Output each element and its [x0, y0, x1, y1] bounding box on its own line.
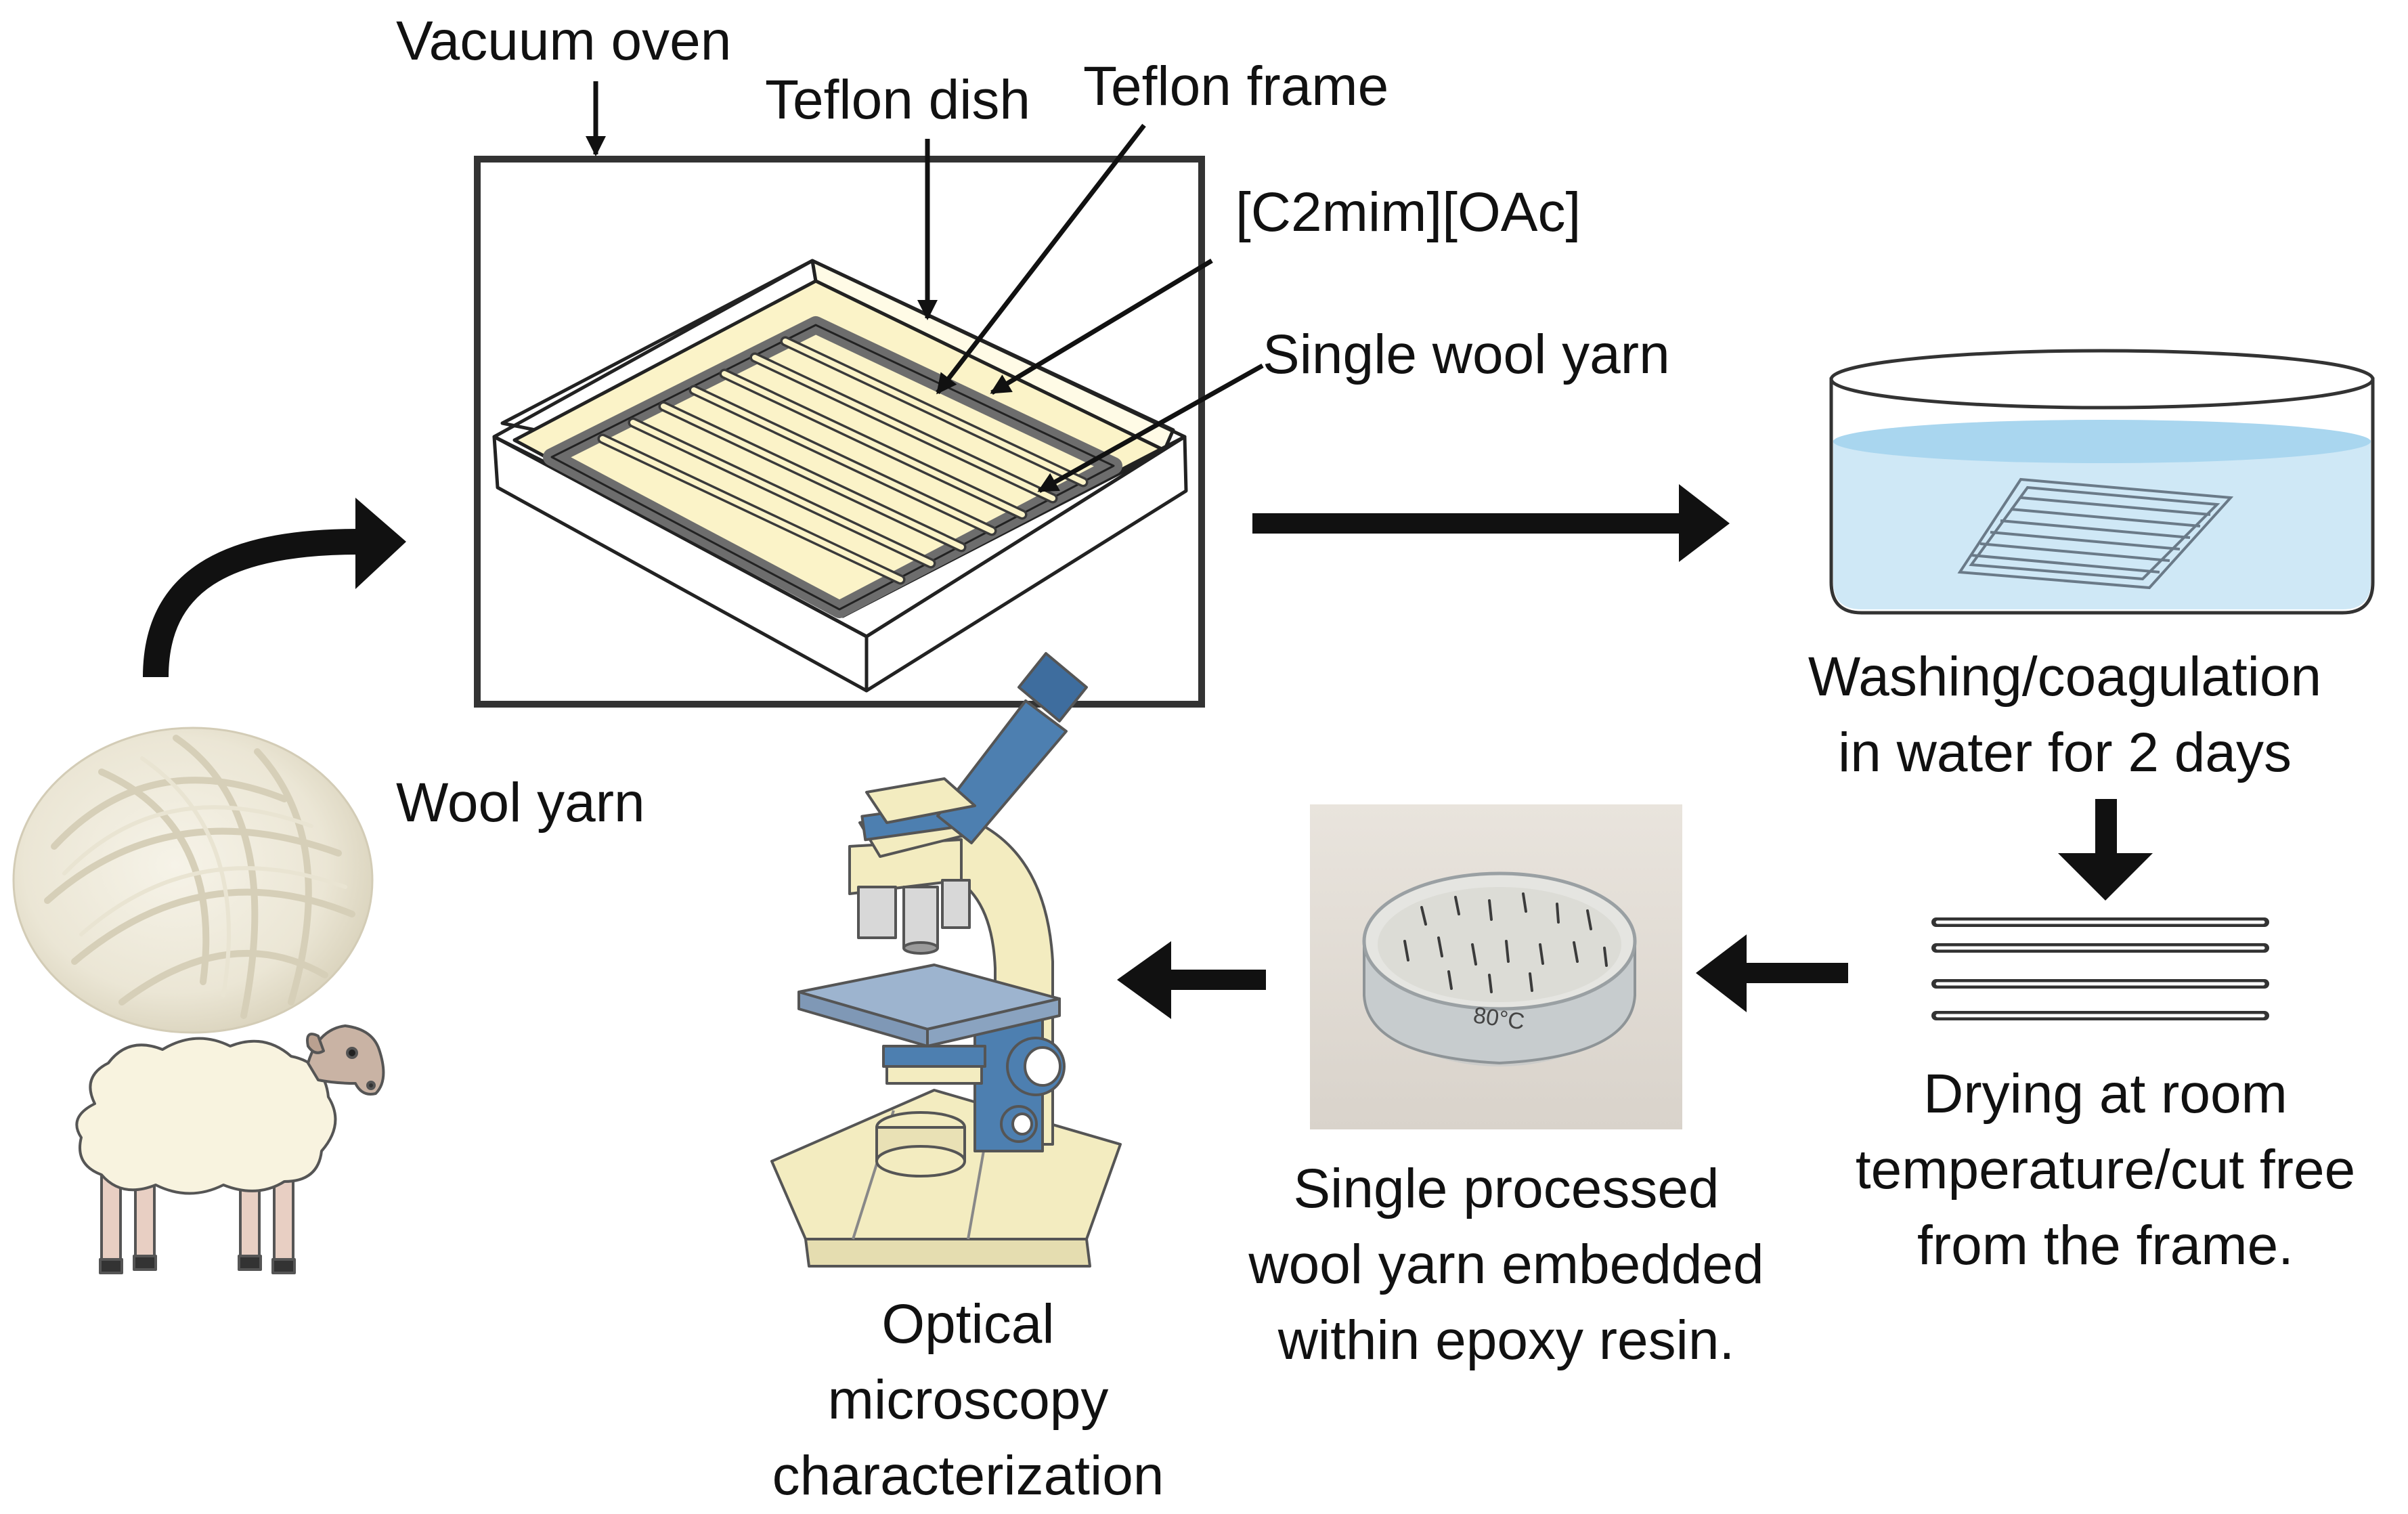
- teflon-frame: [543, 316, 1122, 618]
- label-optical-line3: characterization: [772, 1445, 1164, 1507]
- label-pointer-arrows: [586, 81, 1264, 494]
- arrow-oven-to-water-head: [1679, 484, 1730, 562]
- label-wool-yarn: Wool yarn: [396, 772, 645, 834]
- label-drying-line3: from the frame.: [1917, 1215, 2294, 1276]
- label-washing-line2: in water for 2 days: [1838, 722, 2292, 783]
- pointer-ionic-liquid: [990, 258, 1213, 395]
- label-teflon-dish: Teflon dish: [765, 69, 1031, 131]
- label-optical-line1: Optical: [881, 1293, 1055, 1355]
- label-washing: Washing/coagulation in water for 2 days: [1733, 639, 2396, 791]
- label-embedded: Single processed wool yarn embedded with…: [1191, 1151, 1821, 1379]
- label-vacuum-oven: Vacuum oven: [396, 10, 732, 72]
- arrow-water-to-drying-head: [2058, 853, 2153, 901]
- label-washing-line1: Washing/coagulation: [1808, 646, 2322, 708]
- arrow-embedded-to-microscope-head: [1117, 941, 1171, 1019]
- water-bath: [1829, 349, 2375, 615]
- microscope: [770, 652, 1122, 1268]
- label-drying-line1: Drying at room: [1923, 1063, 2287, 1125]
- arrow-wool-to-oven-head: [355, 498, 406, 589]
- arrow-wool-to-oven: [143, 529, 359, 678]
- label-optical: Optical microscopy characterization: [697, 1286, 1239, 1514]
- label-drying-line2: temperature/cut free: [1855, 1139, 2356, 1201]
- label-embedded-line1: Single processed: [1293, 1158, 1720, 1219]
- label-embedded-line3: within epoxy resin.: [1277, 1310, 1735, 1371]
- pointer-teflon-frame: [936, 123, 1146, 395]
- label-optical-line2: microscopy: [827, 1369, 1109, 1431]
- pointer-single-wool-yarn: [1037, 363, 1264, 494]
- yarn-strands-in-dish: [597, 336, 1089, 585]
- label-ionic-liquid: [C2mim][OAc]: [1235, 181, 1581, 243]
- arrow-drying-to-embedded-head: [1696, 934, 1747, 1012]
- submerged-frame: [1957, 477, 2234, 590]
- epoxy-resin-sample-photo: [1310, 804, 1682, 1129]
- label-teflon-frame: Teflon frame: [1083, 56, 1389, 117]
- wool-yarn-skein: [12, 727, 374, 1034]
- sheep: [75, 1024, 385, 1274]
- label-embedded-line2: wool yarn embedded: [1248, 1234, 1764, 1295]
- label-single-wool-yarn: Single wool yarn: [1263, 324, 1670, 385]
- label-drying: Drying at room temperature/cut free from…: [1801, 1056, 2408, 1284]
- embedded-yarn-marks: [1403, 892, 1608, 993]
- process-arrows: [143, 484, 2153, 1019]
- dried-yarns: [1931, 917, 2269, 1020]
